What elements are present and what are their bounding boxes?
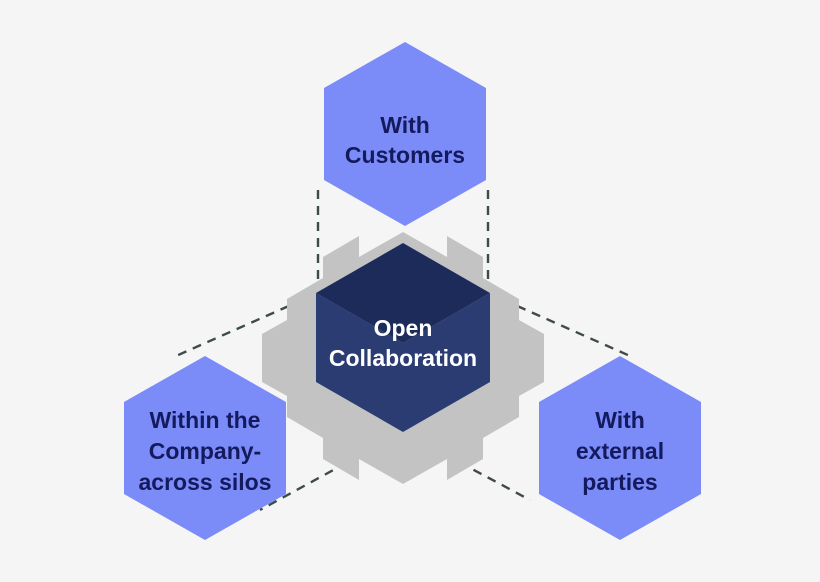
hex-node-with-customers[interactable]: With Customers [324,42,486,226]
hex-label-with-customers-line1: With [380,112,430,138]
hex-label-with-external-line2: external [576,438,664,464]
core-cube: Open Collaboration [316,243,490,432]
hex-node-within-the-company-across-silos[interactable]: Within the Company- across silos [124,356,286,540]
hex-node-with-external-parties[interactable]: With external parties [539,356,701,540]
hex-label-within-company-line1: Within the [150,407,261,433]
core-label-line1: Open [374,315,433,341]
hex-label-with-external-line1: With [595,407,645,433]
core-cube-right-face [403,293,490,432]
hex-label-with-customers-line2: Customers [345,142,465,168]
hex-shape-within-the-company-across-silos[interactable] [124,356,286,540]
hex-label-within-company-line3: across silos [139,469,272,495]
dashed-connector-right-upper [487,291,631,358]
dashed-connector-bottom-left [259,430,404,512]
dashed-connector-left-upper [175,291,319,358]
hex-label-within-company-line2: Company- [149,438,261,464]
hex-shape-with-external-parties[interactable] [539,356,701,540]
hex-label-with-external-line3: parties [582,469,657,495]
hex-shape-with-customers[interactable] [324,42,486,226]
core-label-line2: Collaboration [329,345,477,371]
core-cube-left-face [316,293,403,432]
